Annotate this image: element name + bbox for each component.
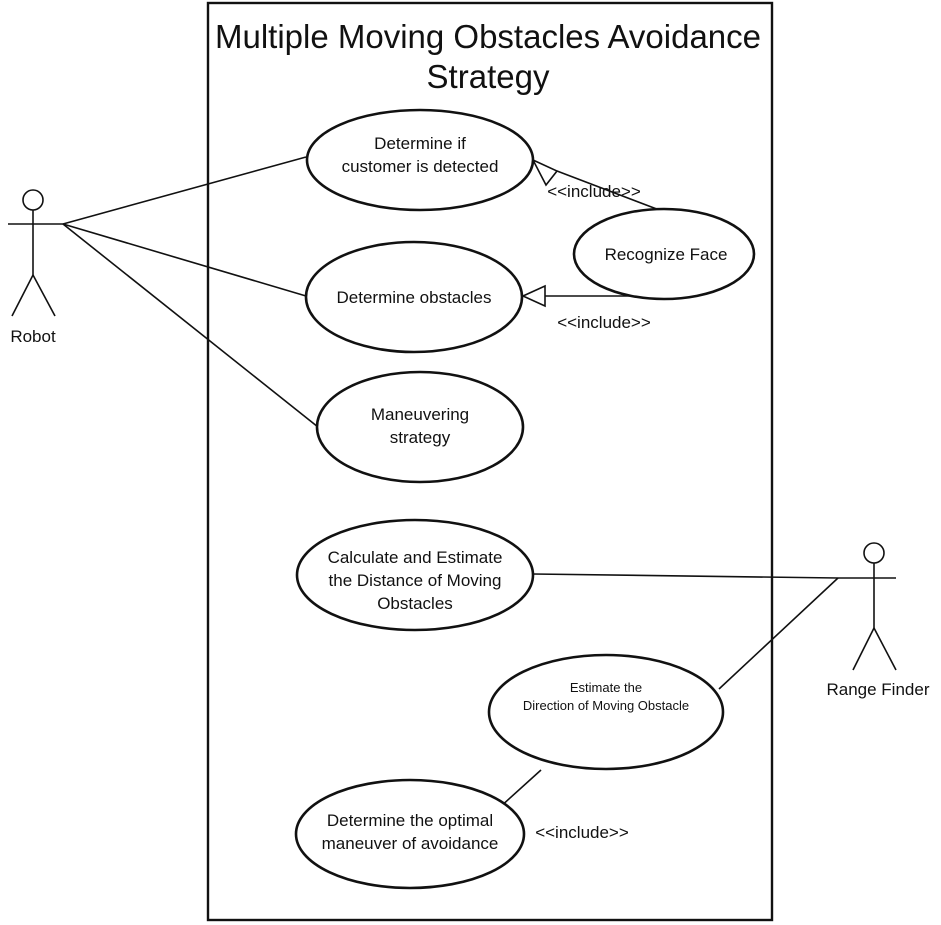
use-case-determine-obstacles: Determine obstacles — [304, 240, 524, 354]
use-case-estimate-direction-line-1: Estimate the — [570, 680, 642, 695]
actor-robot-label: Robot — [10, 327, 56, 346]
use-case-maneuvering-strategy: Maneuvering strategy — [315, 370, 525, 484]
system-title-line-2: Strategy — [427, 58, 550, 95]
actor-range-finder-head — [863, 542, 885, 564]
use-case-optimal-maneuver-line-2: maneuver of avoidance — [322, 834, 499, 853]
use-case-estimate-direction-line-2: Direction of Moving Obstacle — [523, 698, 689, 713]
actor-robot-head — [22, 189, 44, 211]
system-title-line-1: Multiple Moving Obstacles Avoidance — [215, 18, 761, 55]
range-finder-associations — [532, 573, 839, 690]
include-label-detect: <<include>> — [547, 182, 641, 201]
include-arrowhead-detect — [531, 158, 559, 187]
use-case-maneuvering-line-1: Maneuvering — [371, 405, 469, 424]
use-case-detect-customer-line-2: customer is detected — [342, 157, 499, 176]
robot-associations — [62, 156, 319, 428]
association-rangefinder-estimate-direction — [718, 577, 839, 690]
include-label-optimal: <<include>> — [535, 823, 629, 842]
association-robot-detect-customer — [62, 156, 307, 225]
use-case-calculate-distance-line-2: the Distance of Moving — [329, 571, 502, 590]
actor-range-finder-label: Range Finder — [826, 680, 929, 699]
association-robot-maneuvering — [62, 223, 319, 428]
use-case-recognize-face-label: Recognize Face — [605, 245, 728, 264]
actor-range-finder: Range Finder — [826, 542, 930, 699]
use-case-calculate-distance-line-3: Obstacles — [377, 594, 453, 613]
use-case-detect-customer-line-1: Determine if — [374, 134, 466, 153]
use-case-calculate-distance: Calculate and Estimate the Distance of M… — [295, 518, 535, 632]
use-case-maneuvering-line-2: strategy — [390, 428, 451, 447]
use-case-calculate-distance-line-1: Calculate and Estimate — [328, 548, 503, 567]
association-rangefinder-calculate-distance — [532, 573, 839, 579]
include-line-face-to-detect — [556, 170, 663, 212]
use-case-recognize-face: Recognize Face — [572, 207, 756, 301]
use-case-determine-obstacles-label: Determine obstacles — [337, 288, 492, 307]
use-case-estimate-direction: Estimate the Direction of Moving Obstacl… — [487, 653, 725, 771]
include-arrowhead-obstacles — [521, 284, 546, 308]
include-label-obstacles: <<include>> — [557, 313, 651, 332]
use-case-optimal-maneuver-line-1: Determine the optimal — [327, 811, 493, 830]
actor-robot: Robot — [8, 189, 63, 346]
use-case-detect-customer: Determine if customer is detected — [305, 108, 535, 212]
use-case-optimal-maneuver: Determine the optimal maneuver of avoida… — [294, 778, 526, 890]
association-robot-determine-obstacles — [62, 223, 307, 297]
include-line-direction-to-optimal — [498, 769, 542, 809]
